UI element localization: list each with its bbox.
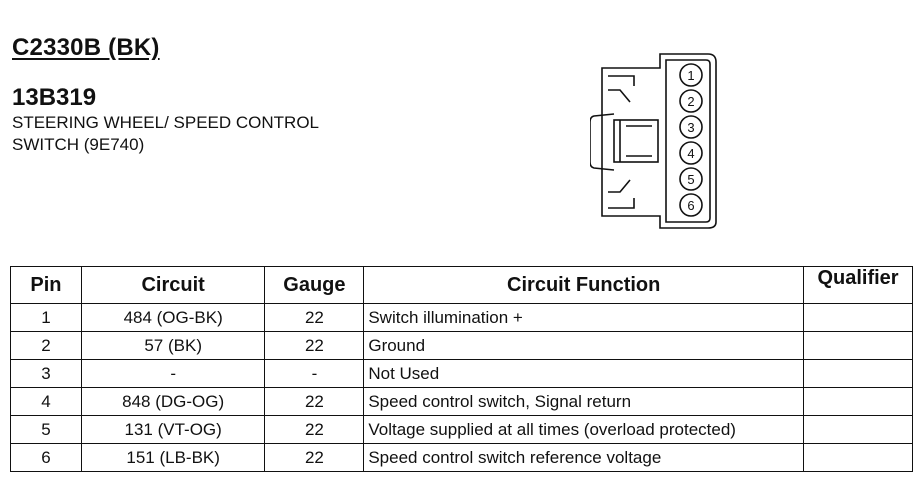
cell-qualifier	[803, 415, 913, 444]
cell-pin: 2	[10, 331, 82, 360]
pin-label-4: 4	[687, 146, 694, 161]
cell-function: Speed control switch reference voltage	[363, 443, 805, 472]
header-qualifier: Qualifier	[803, 266, 913, 304]
part-number: 13B319	[12, 84, 97, 111]
cell-gauge: 22	[264, 331, 365, 360]
cell-function: Not Used	[363, 359, 805, 388]
cell-gauge: 22	[264, 303, 365, 332]
cell-function: Voltage supplied at all times (overload …	[363, 415, 805, 444]
header-pin: Pin	[10, 266, 82, 304]
cell-function: Ground	[363, 331, 805, 360]
upper-latch	[608, 75, 635, 103]
cell-function: Speed control switch, Signal return	[363, 387, 805, 416]
cell-qualifier	[803, 443, 913, 472]
pin-label-3: 3	[687, 120, 694, 135]
header-circuit-function: Circuit Function	[363, 266, 805, 304]
cell-gauge: -	[264, 359, 365, 388]
cell-gauge: 22	[264, 387, 365, 416]
pin-circle-1	[679, 63, 703, 87]
description-line-2: SWITCH (9E740)	[12, 135, 145, 154]
pin-label-2: 2	[687, 94, 694, 109]
cell-circuit: 131 (VT-OG)	[80, 415, 266, 444]
connector-title: C2330B (BK)	[12, 34, 160, 61]
table-row: 1 484 (OG-BK) 22 Switch illumination +	[10, 303, 913, 332]
cell-circuit: 484 (OG-BK)	[80, 303, 266, 332]
cell-pin: 3	[10, 359, 82, 388]
cell-circuit: 57 (BK)	[80, 331, 266, 360]
table-row: 5 131 (VT-OG) 22 Voltage supplied at all…	[10, 415, 913, 444]
cell-pin: 6	[10, 443, 82, 472]
pin-circles: 1 2 3 4 5 6	[679, 63, 703, 217]
pin-label-5: 5	[687, 172, 694, 187]
table-row: 6 151 (LB-BK) 22 Speed control switch re…	[10, 443, 913, 472]
component-description: STEERING WHEEL/ SPEED CONTROL SWITCH (9E…	[12, 112, 432, 156]
pin-circle-2	[679, 89, 703, 113]
pin-label-1: 1	[687, 68, 694, 83]
cell-circuit: 151 (LB-BK)	[80, 443, 266, 472]
cell-pin: 5	[10, 415, 82, 444]
cell-gauge: 22	[264, 443, 365, 472]
cell-qualifier	[803, 359, 913, 388]
cell-qualifier	[803, 387, 913, 416]
pin-label-6: 6	[687, 198, 694, 213]
table-row: 2 57 (BK) 22 Ground	[10, 331, 913, 360]
cell-gauge: 22	[264, 415, 365, 444]
table-row: 3 - - Not Used	[10, 359, 913, 388]
pin-circle-4	[679, 141, 703, 165]
cell-qualifier	[803, 331, 913, 360]
connector-diagram: 1 2 3 4 5 6	[590, 53, 717, 229]
cell-qualifier	[803, 303, 913, 332]
description-line-1: STEERING WHEEL/ SPEED CONTROL	[12, 113, 319, 132]
table-row: 4 848 (DG-OG) 22 Speed control switch, S…	[10, 387, 913, 416]
locking-tab	[590, 113, 615, 171]
pin-circle-3	[679, 115, 703, 139]
pinout-table: Pin Circuit Gauge Circuit Function Quali…	[10, 266, 913, 472]
connector-housing	[601, 53, 717, 229]
pin-circle-5	[679, 167, 703, 191]
cell-pin: 1	[10, 303, 82, 332]
table-header-row: Pin Circuit Gauge Circuit Function Quali…	[10, 266, 913, 304]
cell-circuit: -	[80, 359, 266, 388]
header-gauge: Gauge	[264, 266, 365, 304]
connector-inner-wall	[665, 59, 711, 223]
cell-pin: 4	[10, 387, 82, 416]
cell-function: Switch illumination +	[363, 303, 805, 332]
header-circuit: Circuit	[80, 266, 266, 304]
locking-tab-window	[613, 119, 659, 163]
cell-circuit: 848 (DG-OG)	[80, 387, 266, 416]
pin-circle-6	[679, 193, 703, 217]
lower-latch	[608, 179, 635, 209]
